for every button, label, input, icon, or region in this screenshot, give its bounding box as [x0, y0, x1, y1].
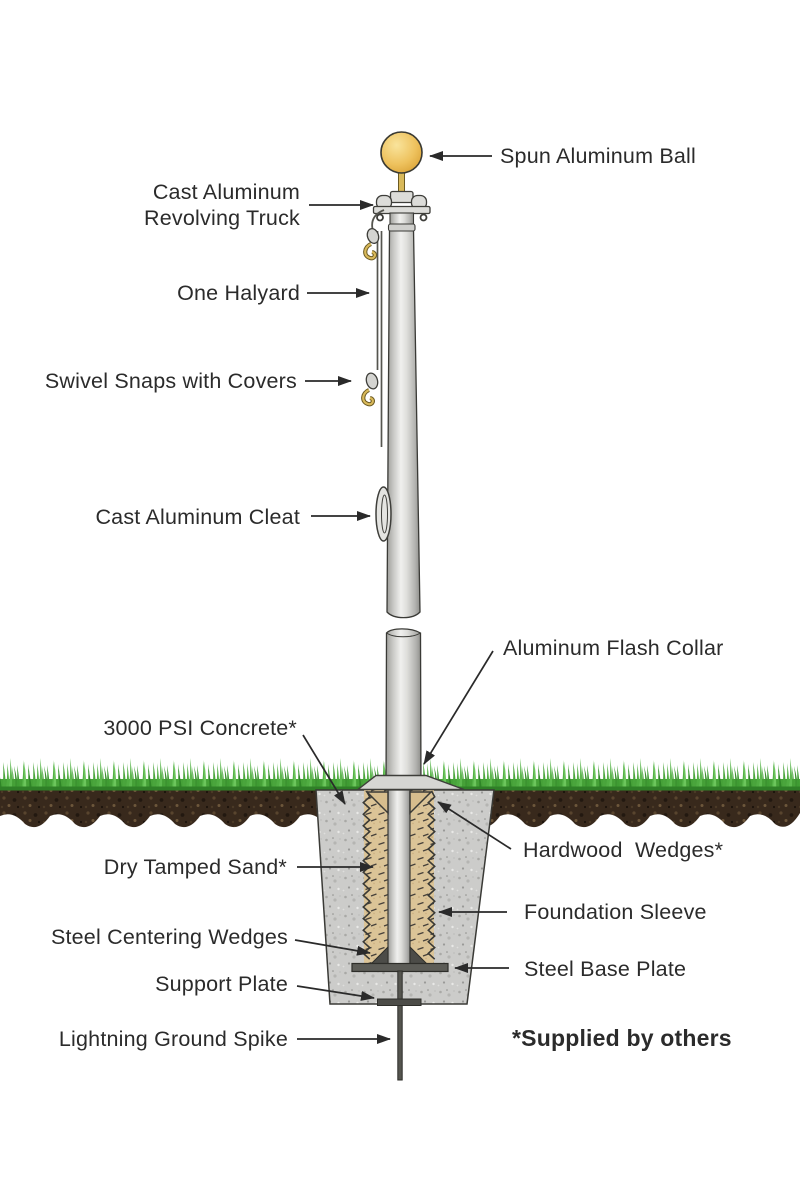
arrow-hardwood-wedges — [437, 801, 512, 850]
cleat — [375, 486, 392, 542]
pole-underground-butt — [387, 775, 411, 966]
label-foundation-sleeve: Foundation Sleeve — [524, 900, 707, 924]
label-steel-base-plate: Steel Base Plate — [524, 957, 687, 981]
label-spun-aluminum-ball: Spun Aluminum Ball — [500, 144, 697, 168]
arrow-support-plate — [296, 985, 375, 1001]
hardwood-wedge-left — [365, 791, 389, 815]
annotation-arrows — [294, 151, 512, 1044]
footnote-supplied-by-others: *Supplied by others — [512, 1025, 732, 1051]
label-hardwood-wedges: Hardwood Wedges* — [523, 838, 724, 862]
arrow-flash-collar — [423, 650, 494, 765]
label-cleat: Cast Aluminum Cleat — [95, 505, 300, 529]
revolving-truck — [372, 171, 431, 232]
spun-aluminum-ball — [380, 131, 423, 174]
label-dry-tamped-sand: Dry Tamped Sand* — [103, 855, 287, 879]
label-revolving-truck: Cast Aluminum Revolving Truck — [144, 180, 300, 230]
foundation-sleeve-left-wall — [362, 790, 371, 960]
pole-upper-section — [386, 228, 421, 619]
pole-lower-rim — [386, 632, 421, 638]
flash-collar — [355, 774, 465, 791]
halyard-rope — [371, 209, 385, 447]
hardwood-wedge-right — [409, 791, 433, 815]
label-support-plate: Support Plate — [155, 972, 288, 996]
label-swivel-snaps: Swivel Snaps with Covers — [44, 369, 297, 393]
arrow-centering-wedges — [294, 939, 371, 956]
label-concrete: 3000 PSI Concrete* — [103, 716, 297, 740]
lightning-ground-spike — [397, 970, 403, 1081]
swivel-snap-with-cover — [361, 372, 379, 407]
arrow-concrete — [302, 734, 346, 805]
ball-spindle — [398, 171, 405, 195]
label-one-halyard: One Halyard — [177, 281, 300, 305]
pole-lower-section — [385, 628, 422, 791]
upper-snap-hook — [363, 228, 380, 261]
label-centering-wedges: Steel Centering Wedges — [50, 925, 288, 949]
foundation-sleeve-right-wall — [427, 790, 436, 960]
label-flash-collar: Aluminum Flash Collar — [503, 636, 724, 660]
steel-base-plate — [351, 962, 449, 973]
support-plate — [377, 998, 422, 1006]
label-ground-spike: Lightning Ground Spike — [58, 1027, 288, 1051]
